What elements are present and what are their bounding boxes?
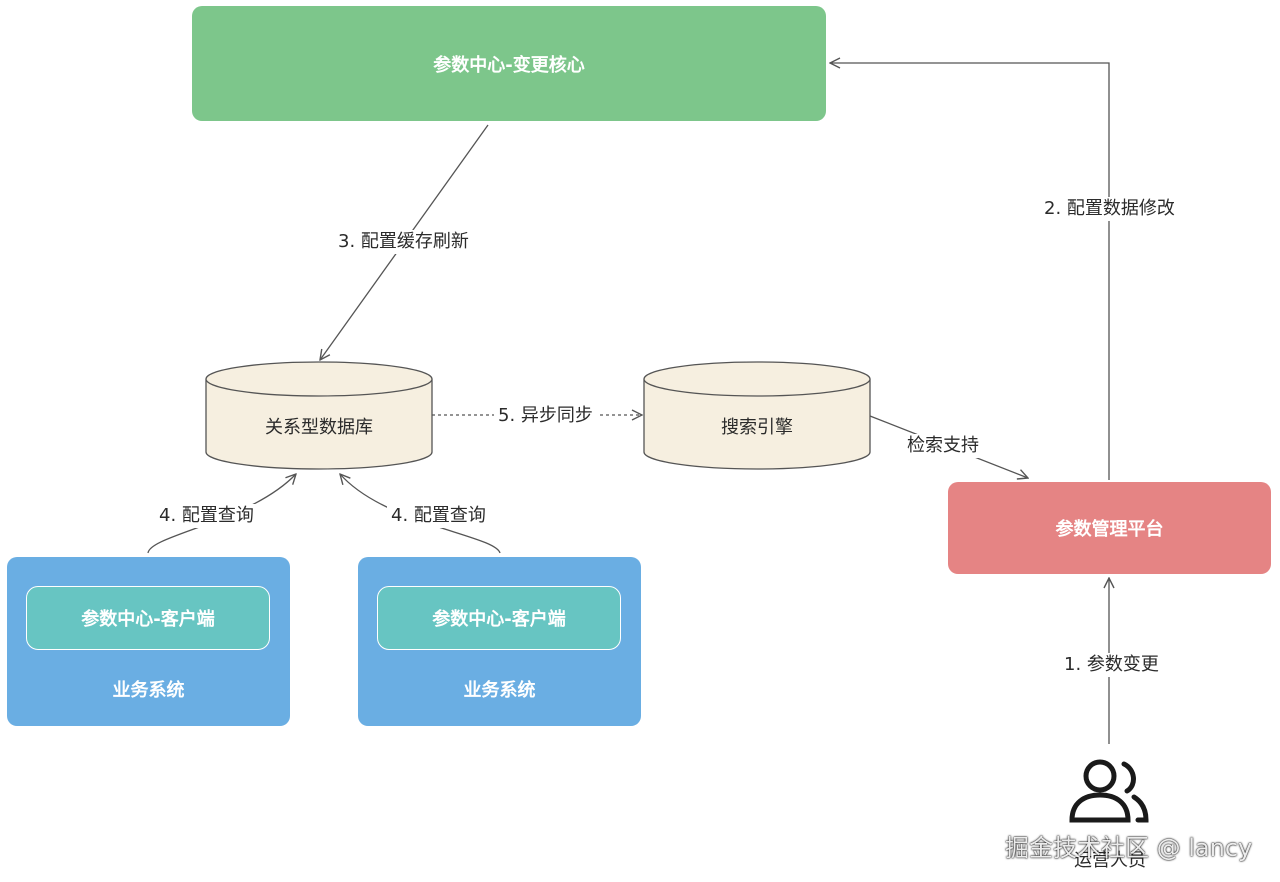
edge-label-cache-refresh: 3. 配置缓存刷新 <box>334 230 473 254</box>
management-platform-node[interactable]: 参数管理平台 <box>948 482 1271 574</box>
client-label-right: 参数中心-客户端 <box>432 609 566 630</box>
management-platform-label: 参数管理平台 <box>1055 519 1164 540</box>
edge-label-search-support: 检索支持 <box>903 434 983 458</box>
client-label-left: 参数中心-客户端 <box>81 609 215 630</box>
edge-label-async-sync: 5. 异步同步 <box>494 404 597 428</box>
users-icon <box>1069 759 1149 823</box>
business-system-label-left: 业务系统 <box>112 680 185 701</box>
edge-label-config-modify: 2. 配置数据修改 <box>1040 197 1179 221</box>
client-node-left[interactable]: 参数中心-客户端 <box>26 586 270 650</box>
operator-label: 运营人员 <box>1074 850 1146 871</box>
watermark: 掘金技术社区 @ lancy <box>1005 834 1253 862</box>
database-cylinder-icon <box>205 361 433 470</box>
client-node-right[interactable]: 参数中心-客户端 <box>377 586 621 650</box>
business-system-label-right: 业务系统 <box>463 680 536 701</box>
search-engine-label: 搜索引擎 <box>721 417 793 438</box>
search-engine-cylinder-icon <box>643 361 871 470</box>
relational-db-label: 关系型数据库 <box>265 417 373 438</box>
edge-label-query-left: 4. 配置查询 <box>155 504 258 528</box>
edge-label-param-change: 1. 参数变更 <box>1060 653 1163 677</box>
change-core-label: 参数中心-变更核心 <box>433 54 585 76</box>
change-core-node[interactable]: 参数中心-变更核心 <box>192 6 826 121</box>
edge-label-query-right: 4. 配置查询 <box>387 504 490 528</box>
edge-config-modify <box>830 63 1110 480</box>
